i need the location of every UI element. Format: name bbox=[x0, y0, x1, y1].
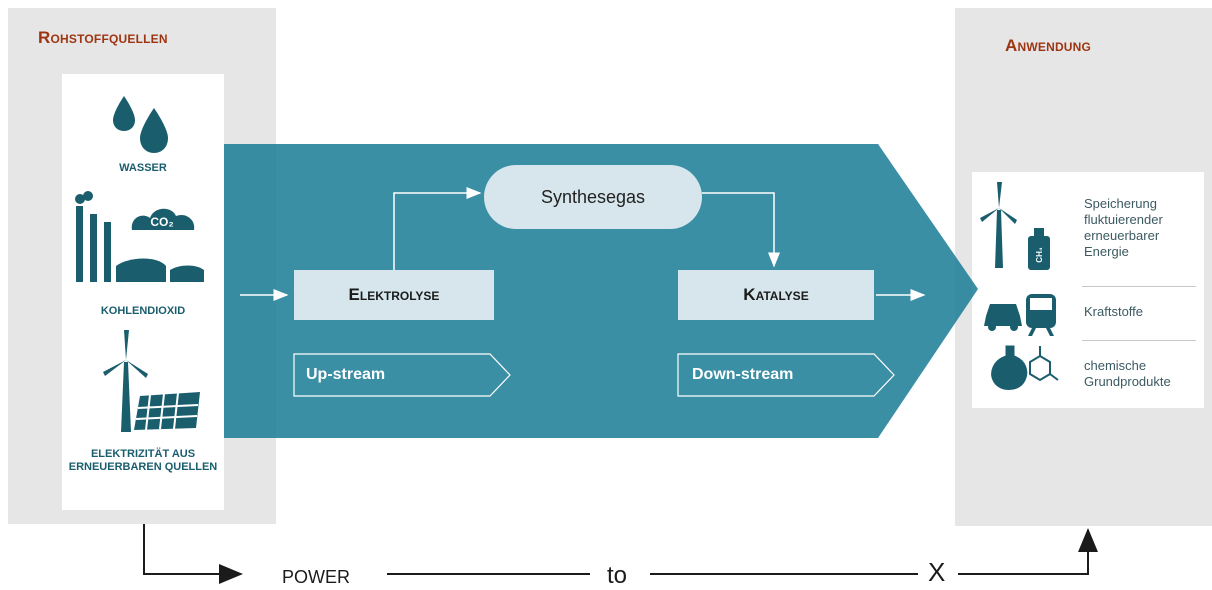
application-card: Speicherung fluktuierender erneuerbarer … bbox=[972, 172, 1204, 408]
application-label-fuels: Kraftstoffe bbox=[1084, 304, 1144, 319]
source-label-co2: KOHLENDIOXID bbox=[100, 305, 186, 317]
ch4-text: CH₄ bbox=[1035, 247, 1044, 263]
application-divider bbox=[1082, 340, 1196, 341]
flow-to-label: to bbox=[607, 562, 628, 589]
x-flow-arrow bbox=[958, 528, 1098, 575]
electrolysis-box: Elektrolyse bbox=[294, 270, 494, 320]
catalysis-box: Katalyse bbox=[678, 270, 874, 320]
application-divider bbox=[1082, 286, 1196, 287]
process-band bbox=[224, 144, 978, 438]
application-title: Anwendung bbox=[1005, 36, 1092, 55]
source-label-water: WASSER bbox=[119, 162, 167, 174]
flow-x-label: X bbox=[928, 557, 946, 587]
application-label-chemicals: chemische Grundprodukte bbox=[1084, 358, 1171, 389]
wind-solar-icon bbox=[103, 330, 200, 432]
wind-turbine-gas-tank-icon: CH₄ bbox=[980, 182, 1050, 270]
car-train-icon bbox=[984, 294, 1056, 336]
flow-power-label: POWER bbox=[282, 567, 351, 587]
power-flow-arrow bbox=[143, 524, 243, 584]
water-drops-icon bbox=[113, 96, 168, 153]
upstream-chevron bbox=[293, 353, 511, 397]
downstream-chevron bbox=[677, 353, 895, 397]
co2-text: CO₂ bbox=[150, 215, 173, 229]
solar-grid bbox=[135, 392, 199, 431]
syngas-pill: Synthesegas bbox=[484, 165, 702, 229]
flask-molecule-icon bbox=[991, 345, 1059, 390]
factory-co2-icon: CO₂ bbox=[75, 191, 204, 282]
application-label-storage: Speicherung fluktuierender erneuerbarer … bbox=[1084, 196, 1163, 259]
upstream-label: Up-stream bbox=[306, 366, 386, 383]
sources-title: Rohstoffquellen bbox=[38, 28, 168, 47]
source-label-electricity: ELEKTRIZITÄT AUS ERNEUERBAREN QUELLEN bbox=[68, 448, 218, 473]
downstream-label: Down-stream bbox=[692, 366, 794, 383]
electrolysis-to-syngas-arrow bbox=[393, 187, 482, 270]
syngas-to-catalysis-arrow bbox=[702, 192, 780, 268]
